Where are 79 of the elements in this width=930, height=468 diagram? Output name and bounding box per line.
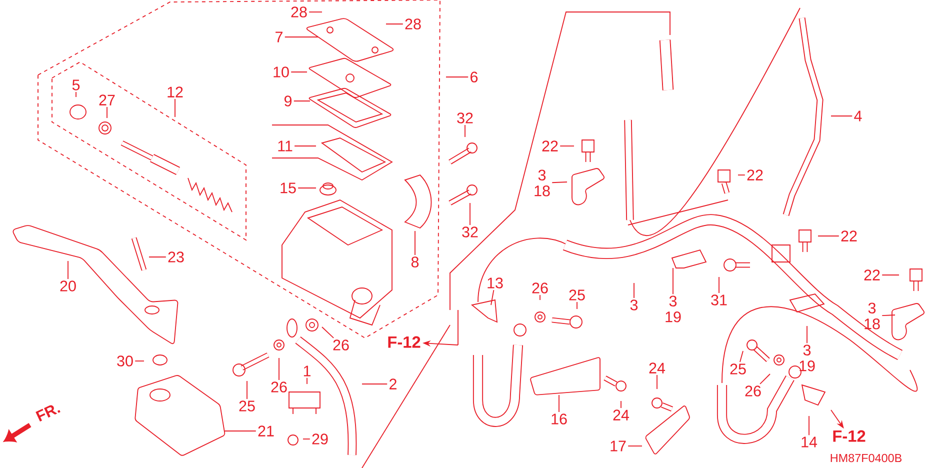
callout-number: 24: [613, 410, 630, 420]
leader-line: [718, 276, 720, 294]
callout-number: 26: [333, 340, 349, 350]
callout-number: 11: [278, 140, 292, 152]
leader-line: [882, 274, 900, 276]
callout-number: 3: [630, 300, 638, 310]
callout-number: F-12: [833, 430, 866, 442]
callout-number: 12: [168, 86, 183, 98]
leader-line: [278, 358, 280, 380]
callout-number: 26: [745, 386, 761, 396]
leader-line: [672, 268, 674, 295]
callout-number: 29: [312, 434, 328, 444]
leader-line: [806, 326, 808, 344]
callout-number: 17: [610, 440, 626, 452]
callout-number: 6: [470, 72, 478, 82]
leader-line: [134, 360, 144, 362]
callout-number: 26: [532, 282, 548, 294]
leader-line: [760, 374, 770, 384]
callout-number: 22: [864, 270, 880, 280]
callout-number: 31: [711, 294, 727, 306]
callout-number: 2: [390, 378, 396, 390]
leader-line: [106, 106, 108, 118]
callout-number: 25: [239, 400, 255, 412]
callout-number: 4: [854, 110, 862, 122]
callout-number: 21: [258, 426, 274, 436]
leader-line: [322, 326, 334, 338]
callout-number: 10: [274, 66, 289, 78]
callout-number: 28: [405, 18, 421, 30]
callout-number: 22: [747, 170, 763, 180]
leader-line: [808, 416, 810, 436]
callout-number: 13: [488, 278, 503, 288]
direction-label: FR.: [36, 405, 60, 422]
leader-line: [306, 377, 308, 384]
callout-number: 26: [271, 382, 287, 392]
leader-line: [293, 100, 310, 102]
callout-number: 32: [462, 226, 478, 238]
callout-number: 24: [649, 362, 666, 374]
callout-number: 8: [411, 256, 419, 268]
leader-line: [414, 230, 416, 256]
leader-line: [302, 438, 310, 440]
leader-line: [576, 302, 578, 310]
callout-number: 16: [552, 414, 567, 424]
leader-line: [284, 36, 318, 38]
callout-number: 7: [276, 32, 282, 42]
leader-line: [738, 174, 746, 176]
callout-number: 1: [304, 366, 310, 376]
leader-line: [740, 350, 744, 362]
drawing-code: HM87F0400B: [830, 454, 902, 462]
callout-number: 3 19: [800, 344, 815, 372]
callout-number: 32: [457, 112, 473, 124]
callout-number: 25: [569, 290, 585, 300]
callout-number: F-12: [388, 336, 420, 348]
callout-number: 30: [117, 356, 133, 366]
callout-number: 22: [841, 230, 857, 242]
leader-line: [148, 256, 166, 258]
callout-number: 27: [99, 94, 115, 106]
callout-number: 15: [280, 182, 296, 194]
leader-line: [490, 290, 494, 306]
leader-line: [558, 394, 560, 412]
callout-number: 22: [542, 140, 558, 152]
callout-number: 14: [802, 436, 818, 448]
leader-line: [174, 98, 176, 118]
callout-number: 5: [72, 80, 80, 90]
callout-number: 25: [730, 364, 746, 374]
callout-number: 3 18: [534, 170, 550, 196]
leader-line: [224, 430, 256, 432]
callout-number: 28: [291, 6, 307, 18]
callout-number: 3 19: [666, 296, 681, 322]
leader-line: [464, 124, 466, 138]
callout-number: 23: [168, 252, 184, 262]
leader-line: [246, 380, 248, 400]
callout-number: 3 18: [864, 302, 880, 330]
callout-number: 20: [60, 280, 76, 292]
leader-line: [882, 314, 896, 316]
leader-line: [552, 182, 568, 184]
leader-line: [656, 374, 658, 390]
callout-number: 9: [284, 96, 292, 106]
leader-line: [446, 76, 469, 78]
leader-line: [620, 400, 622, 409]
